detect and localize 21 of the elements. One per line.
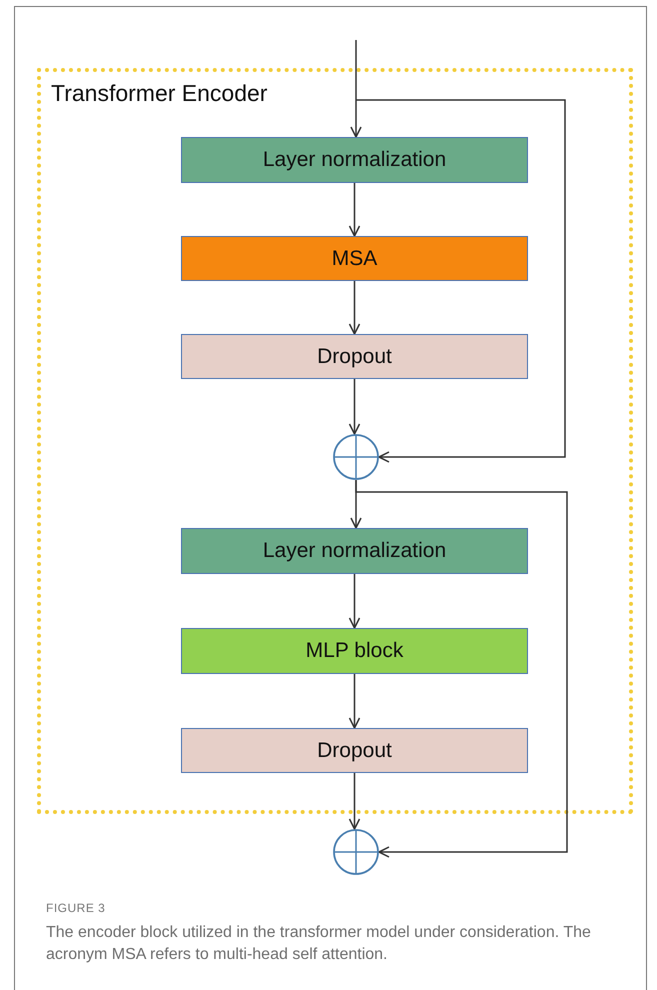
process-box: MLP block <box>181 628 528 674</box>
arrow <box>348 574 360 629</box>
caption: The encoder block utilized in the transformer model under consideration. The acronym MSA refers to multi-head self attention. <box>46 923 592 965</box>
arrow <box>348 773 360 830</box>
arrow <box>356 99 566 463</box>
arrow <box>348 674 360 729</box>
arrow <box>350 40 362 138</box>
process-box: Dropout <box>181 334 528 379</box>
figure-label: FIGURE 3 <box>46 901 106 915</box>
arrow <box>348 183 360 237</box>
add-circle <box>333 829 379 875</box>
arrow <box>355 480 568 858</box>
add-circle <box>333 434 379 480</box>
arrow <box>348 281 360 335</box>
process-box: Layer normalization <box>181 137 528 183</box>
group-title: Transformer Encoder <box>51 80 268 107</box>
arrow <box>348 379 360 435</box>
process-box: MSA <box>181 236 528 281</box>
process-box: Layer normalization <box>181 528 528 574</box>
process-box: Dropout <box>181 728 528 773</box>
encoder-group-border <box>37 68 633 814</box>
